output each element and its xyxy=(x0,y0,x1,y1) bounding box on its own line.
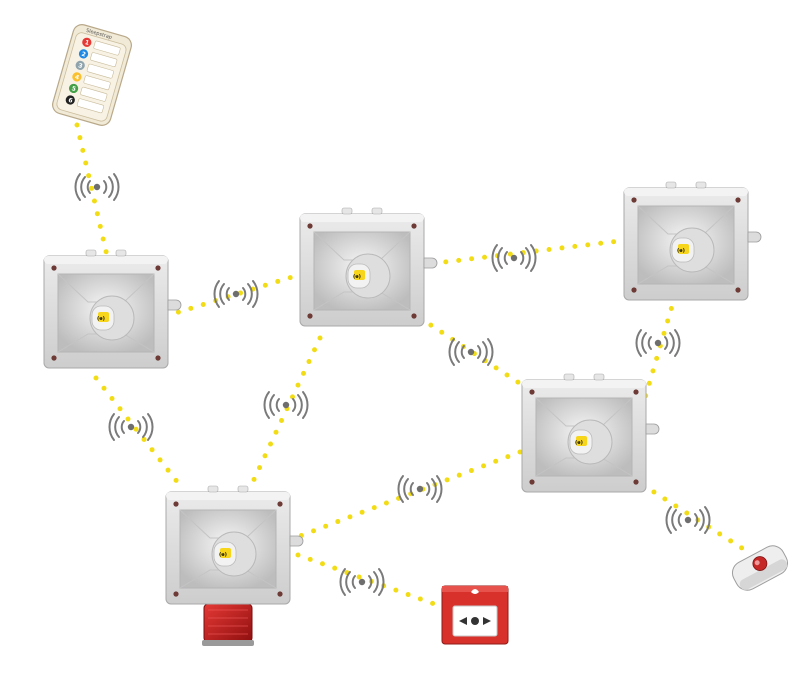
sounder-unit-3: (ə) xyxy=(623,181,762,301)
sounder-unit-1: (ə) xyxy=(43,249,182,369)
remote-key-3: 3 xyxy=(75,60,114,79)
link-sounder-4-to-panic-button xyxy=(629,475,751,555)
remote-keys: 1 2 3 4 5 6 xyxy=(65,37,121,114)
sounder-badge: (ə) xyxy=(575,440,583,446)
link-sounder-2-to-sounder-5 xyxy=(247,335,323,491)
remote-label-slot xyxy=(76,98,105,114)
remote-label-slot xyxy=(83,75,111,91)
remote-key-label: 1 xyxy=(84,39,90,47)
wireless-signal-icon xyxy=(339,568,385,596)
manual-call-point xyxy=(441,585,509,645)
wireless-signal-icon xyxy=(448,338,494,366)
link-sounder-2-to-sounder-4 xyxy=(417,315,533,393)
remote-key-1: 1 xyxy=(82,37,121,56)
sounder-badge: (ə) xyxy=(677,248,685,254)
wireless-signal-icon xyxy=(665,506,711,534)
remote-key-5: 5 xyxy=(68,83,108,102)
wireless-panic-button xyxy=(731,545,789,591)
remote-label-slot xyxy=(86,63,114,79)
remote-key-4: 4 xyxy=(72,72,111,91)
link-sounder-1-to-sounder-5 xyxy=(93,375,185,491)
sounder-beacon-unit: (ə) xyxy=(165,485,304,646)
red-beacon xyxy=(202,603,254,646)
wireless-signal-icon xyxy=(108,413,154,441)
wireless-signal-icon xyxy=(397,475,443,503)
remote-key-label: 3 xyxy=(77,62,83,70)
remote-key-label: 5 xyxy=(71,85,77,93)
sounder-badge: (ə) xyxy=(353,274,361,280)
link-sounder-5-to-call-point xyxy=(295,552,443,609)
sounder-unit-4: (ə) xyxy=(521,373,660,493)
link-remote-to-sounder-1 xyxy=(74,122,111,263)
wireless-signal-icon xyxy=(263,391,309,419)
wireless-signal-icon xyxy=(491,244,537,272)
wireless-signal-icon xyxy=(213,280,259,308)
wireless-signal-icon xyxy=(635,329,681,357)
link-sounder-1-to-sounder-2 xyxy=(163,270,308,319)
remote-key-label: 4 xyxy=(74,74,80,82)
remote-key-label: 6 xyxy=(67,97,73,105)
sounder-badge: (ə) xyxy=(97,316,105,322)
wireless-signal-icon xyxy=(74,173,120,201)
remote-key-label: 2 xyxy=(81,51,87,59)
remote-label-slot xyxy=(90,52,118,67)
signal-icons xyxy=(74,173,711,596)
link-sounder-4-to-sounder-5 xyxy=(297,449,523,539)
sounder-badge: (ə) xyxy=(219,552,227,558)
remote-key-2: 2 xyxy=(78,49,118,67)
remote-label-slot xyxy=(93,40,121,56)
remote-key-6: 6 xyxy=(65,95,105,114)
network-links xyxy=(74,122,751,609)
sounder-unit-2: (ə) xyxy=(299,207,438,327)
remote-label-slot xyxy=(80,86,108,102)
link-sounder-2-to-sounder-3 xyxy=(417,237,631,268)
link-sounder-3-to-sounder-4 xyxy=(642,293,678,401)
